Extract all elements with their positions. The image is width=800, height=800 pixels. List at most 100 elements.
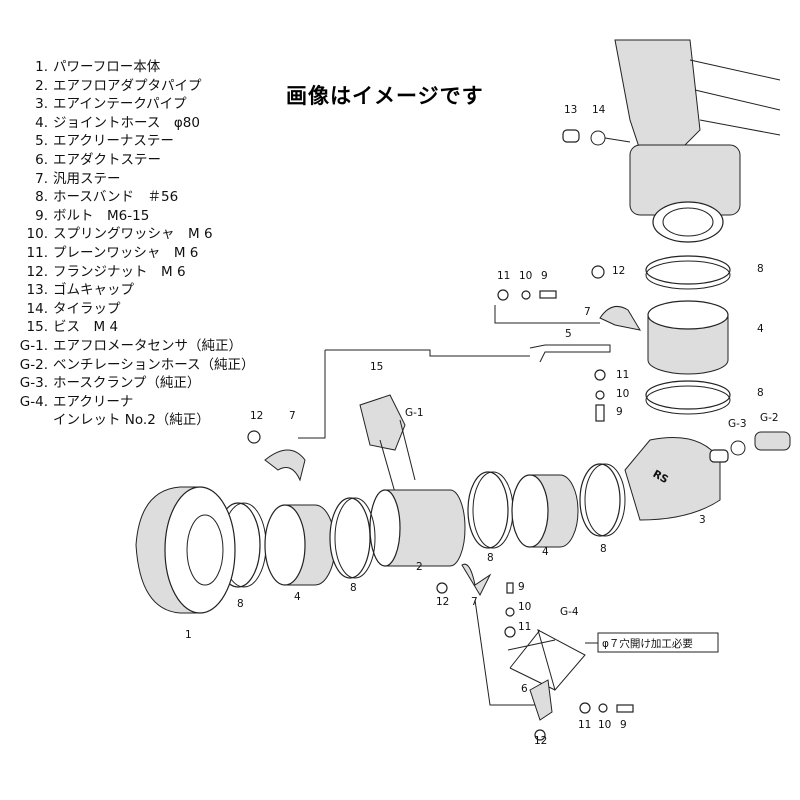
callout-label: 9 [541,270,548,282]
callout-label: 11 [616,369,629,381]
parts-list-item: G-1. エアフロメータセンサ（純正） [8,337,255,356]
parts-list-item: 3.エアインテークパイプ [8,95,255,114]
callout-label: 12 [250,410,263,422]
callout-label: 7 [471,596,478,608]
callout-label: 9 [616,406,623,418]
parts-list-item: 5.エアクリーナステー [8,132,255,151]
joint-hose [511,474,579,548]
callout-label: 9 [518,581,525,593]
part-name: プレーンワッシャ M 6 [53,244,199,261]
stay-bracket-5 [529,344,611,363]
part-name: インレット No.2（純正） [53,412,210,429]
power-flow-body [135,486,236,614]
callout-label: 7 [584,306,591,318]
callout-label: 4 [294,591,301,603]
air-cleaner-inlet [507,629,586,692]
airflow-adapter-pipe [369,489,466,567]
part-name: エアクリーナ [53,393,134,410]
parts-list-item: 13. ゴムキャップ [8,281,255,300]
callout-label: G-4 [560,606,579,618]
callout-label: 7 [289,410,296,422]
throttle-body-illustration [614,39,781,243]
stay-bracket-7-left [264,449,306,482]
callout-label: 14 [592,104,606,116]
part-number: 6. [35,151,48,168]
part-name: タイラップ [53,300,121,317]
callout-label: G-2 [760,412,779,424]
part-number: 13. [26,282,48,299]
air-duct-stay [529,679,553,721]
part-number: G-4. [19,393,48,410]
part-name: ボルト M6-15 [53,207,150,224]
airflow-meter-sensor [359,394,416,511]
parts-list-item: 8. ホースバンド ＃56 [8,188,255,207]
parts-list-item: 9. ボルト M6-15 [8,207,255,226]
callout-label: 8 [600,543,607,555]
part-name: ホースバンド ＃56 [53,189,179,206]
parts-list-item: 7. 汎用ステー [8,170,255,189]
callout-label: 12 [436,596,449,608]
parts-list-item: 15. ビス M 4 [8,318,255,337]
part-name: ホースクランプ（純正） [53,375,201,392]
part-name: スプリングワッシャ M 6 [53,226,213,243]
callout-label: 10 [616,388,629,400]
callout-label: 2 [416,561,423,573]
tie-wrap [590,130,631,146]
callout-label: 8 [757,387,764,399]
parts-list-item: 11. プレーンワッシャ M 6 [8,244,255,263]
callout-label: 13 [564,104,577,116]
hose-band-mid [645,380,731,415]
parts-list-item: インレット No.2（純正） [8,411,255,430]
joint-hose-top [647,300,729,375]
part-name: フランジナット M 6 [53,263,186,280]
callout-label: 10 [519,270,532,282]
rubber-cap [562,129,580,143]
part-name: エアフロメータセンサ（純正） [53,337,242,354]
callout-label: 4 [757,323,764,335]
callout-label: 10 [518,601,531,613]
parts-list-item: 14. タイラップ [8,300,255,319]
part-number: G-2. [19,356,48,373]
part-name: ベンチレーションホース（純正） [53,356,255,373]
callout-label: 8 [350,582,357,594]
hose-band [467,471,514,549]
part-name: エアクリーナステー [53,133,174,150]
part-number: 14. [26,300,48,317]
callout-label: 11 [578,719,591,731]
part-name: ゴムキャップ [53,282,134,299]
part-number: 8. [35,189,48,206]
part-number: 7. [35,170,48,187]
callout-label: 11 [518,621,531,633]
ventilation-hose [709,431,791,463]
part-number: G-1. [19,337,48,354]
parts-list-item: 4.ジョイントホース φ80 [8,114,255,133]
parts-list-item: G-2. ベンチレーションホース（純正） [8,356,255,375]
part-name: 汎用ステー [53,170,121,187]
part-number: 15. [26,319,48,336]
hose-band [329,497,376,579]
callout-label: 9 [620,719,627,731]
part-number: 10. [26,226,48,243]
part-number: 12. [26,263,48,280]
part-name: エアフロアダプタパイプ [53,77,202,94]
part-number: 3. [35,96,48,113]
parts-list-item: 10. スプリングワッシャ M 6 [8,225,255,244]
callout-label: 8 [487,552,494,564]
drill-note: φ７穴開け加工必要 [585,632,719,653]
parts-list-item: G-4. エアクリーナ [8,393,255,412]
callout-label: 10 [598,719,611,731]
drill-note-text: φ７穴開け加工必要 [602,637,693,650]
stay-bracket-7-lower [461,563,492,597]
parts-list-item: 1.パワーフロー本体 [8,58,255,77]
callout-label: 12 [534,735,547,747]
callout-label: 6 [521,683,528,695]
part-number: 11. [26,244,48,261]
part-name: ビス M 4 [53,319,119,336]
callout-label: 8 [757,263,764,275]
parts-list-item: 2.エアフロアダプタパイプ [8,77,255,96]
part-number: 1. [35,59,48,75]
part-number: 9. [35,207,48,224]
